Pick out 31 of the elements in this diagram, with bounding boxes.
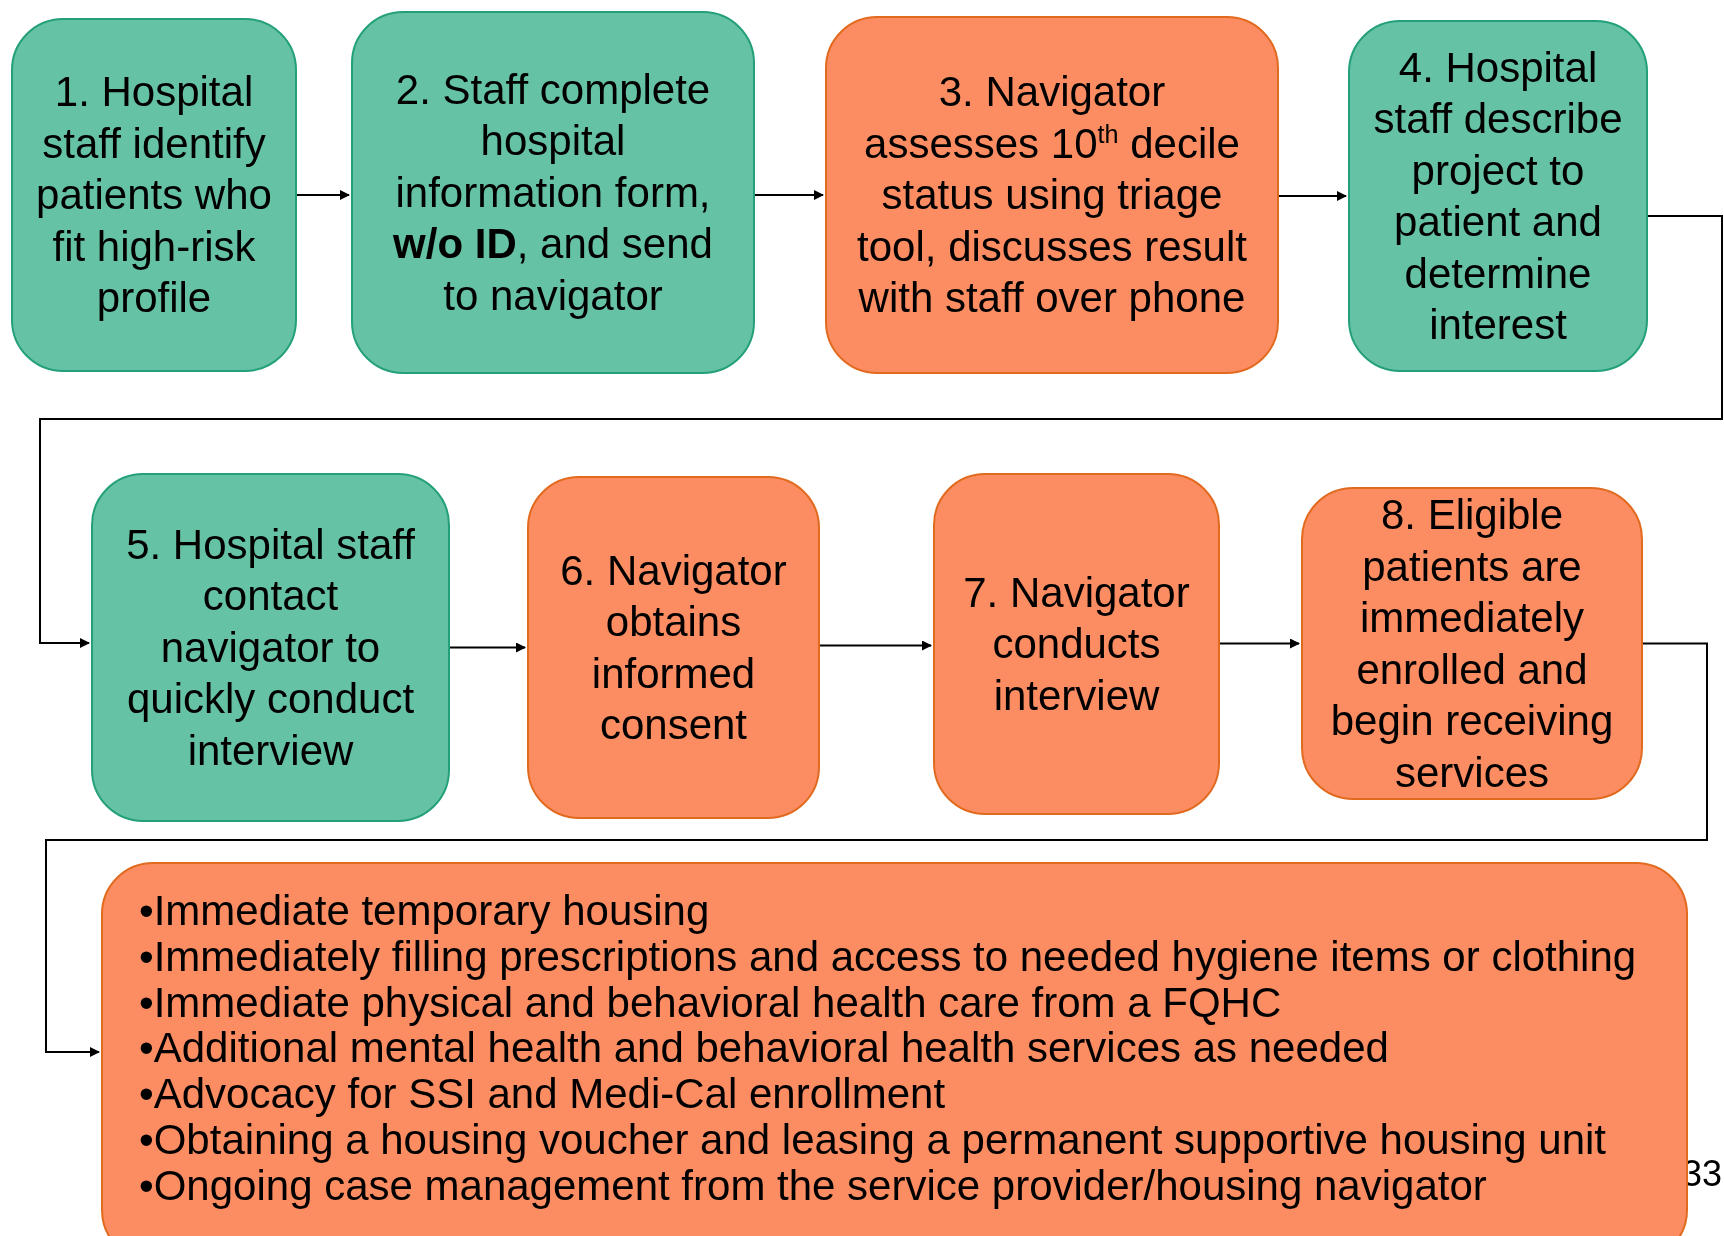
arrow — [449, 642, 526, 653]
bullet-item: •Advocacy for SSI and Medi-Cal enrollment — [139, 1071, 946, 1117]
arrow — [1219, 638, 1300, 649]
bullet-item: •Immediate temporary housing — [139, 888, 710, 934]
bullet-item: •Obtaining a housing voucher and leasing a permanent supportive housing unit — [139, 1117, 1607, 1163]
arrow — [754, 190, 824, 200]
bullet-item: •Immediately filling prescriptions and access to needed hygiene items or clothing — [139, 933, 1637, 980]
process-box — [101, 862, 1688, 1236]
process-box — [11, 18, 297, 372]
arrow — [45, 642, 1708, 1057]
arrow — [1278, 191, 1347, 201]
process-box — [1301, 487, 1643, 800]
process-box — [527, 476, 820, 819]
step-text: 5. Hospital staff contact navigator to quickly conduct interview — [125, 519, 416, 776]
step-text: 6. Navigator obtains informed consent — [559, 545, 788, 750]
step-text: 3. Navigator assesses 10$^{th}$ decile status using triage tool, discusses result with staff over phone — [856, 67, 1248, 324]
step-text: 4. Hospital staff describe project to patient and determine interest — [1372, 42, 1624, 350]
arrow — [296, 190, 350, 200]
step-text: 7. Navigator conducts interview — [962, 567, 1191, 721]
step-text: 2. Staff complete hospital information form, w/o ID, and send to navigator — [392, 64, 714, 321]
process-box — [825, 16, 1279, 374]
step-text: 8. Eligible patients are immediately enrolled and begin receiving services — [1329, 490, 1615, 798]
process-box — [1348, 20, 1648, 372]
process-box — [933, 473, 1220, 815]
arrow — [819, 640, 932, 651]
bullet-item: •Immediate physical and behavioral health care from a FQHC — [139, 979, 1282, 1026]
bullet-item: •Ongoing case management from the service provider/housing navigator — [139, 1162, 1487, 1209]
process-box — [351, 11, 755, 374]
process-box — [91, 473, 450, 822]
bullet-item: •Additional mental health and behavioral health services as needed — [139, 1025, 1389, 1072]
step-text: 1. Hospital staff identify patients who fit high-risk profile — [35, 67, 273, 324]
